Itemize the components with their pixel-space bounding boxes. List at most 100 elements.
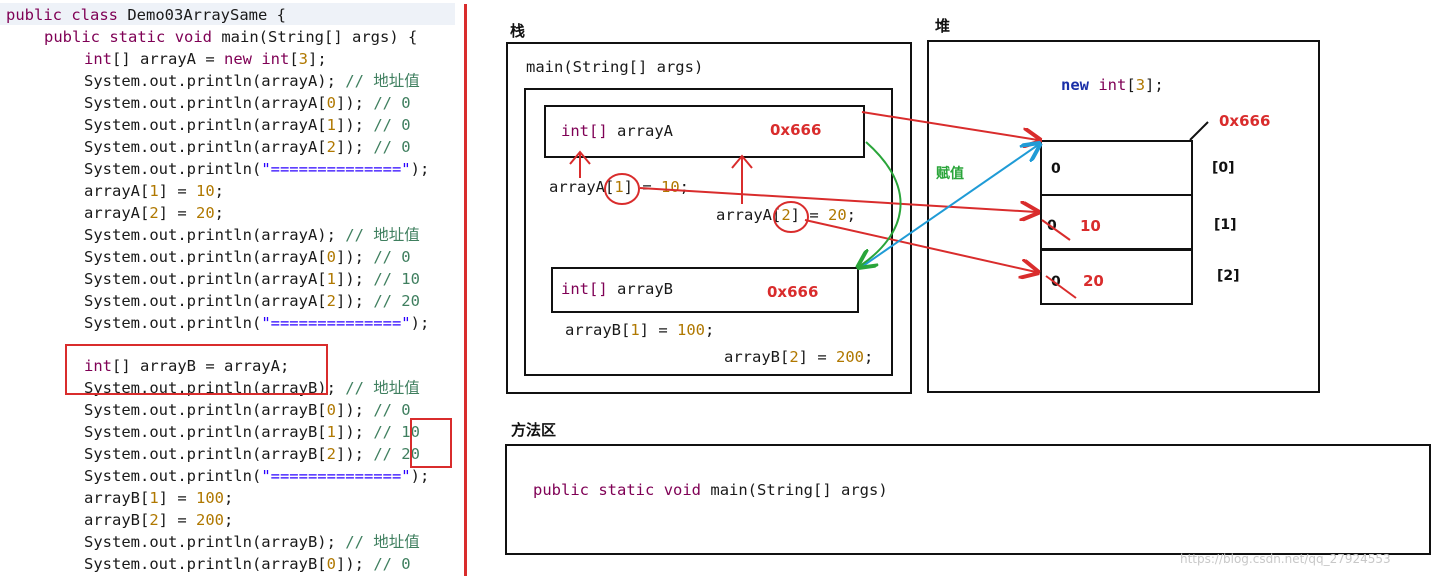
code-token: System.out.println(arrayA[ bbox=[84, 292, 327, 310]
code-token: System.out.println(arrayA[ bbox=[84, 270, 327, 288]
cell-1-index: [1] bbox=[1214, 217, 1237, 233]
heap-cell-1 bbox=[1040, 194, 1193, 250]
assign-arraya-1: arrayA[1] = 10; bbox=[549, 178, 690, 196]
code-token: // 0 bbox=[373, 94, 411, 112]
code-token: ]); bbox=[335, 423, 374, 441]
code-token: ]); bbox=[335, 445, 374, 463]
code-token bbox=[165, 28, 174, 46]
code-token: [] arrayB = arrayA; bbox=[112, 357, 290, 375]
code-token: 0 bbox=[326, 555, 336, 573]
code-token: ]); bbox=[335, 138, 374, 156]
code-token: System.out.println( bbox=[84, 467, 262, 485]
code-token: ; bbox=[214, 204, 225, 222]
code-token: System.out.println(arrayA[ bbox=[84, 248, 327, 266]
code-token: arrayA[ bbox=[84, 182, 150, 200]
var-arrayb-label: int[] arrayB bbox=[561, 280, 673, 298]
code-line: System.out.println("=============="); bbox=[84, 312, 429, 334]
code-token: System.out.println(arrayB[ bbox=[84, 555, 327, 573]
highlight-box-arrayb-assignment bbox=[65, 344, 328, 395]
code-token: // 0 bbox=[373, 138, 411, 156]
code-token: System.out.println(arrayA[ bbox=[84, 94, 327, 112]
code-token: System.out.println(arrayA[ bbox=[84, 116, 327, 134]
code-token: System.out.println(arrayB[ bbox=[84, 423, 327, 441]
cell-2-index: [2] bbox=[1217, 268, 1240, 284]
code-token: // 0 bbox=[373, 248, 411, 266]
code-token: ]); bbox=[335, 401, 374, 419]
cell-0-index: [0] bbox=[1212, 160, 1235, 176]
code-token: 1 bbox=[149, 182, 159, 200]
code-token: 10 bbox=[196, 182, 215, 200]
code-token: new bbox=[223, 50, 252, 68]
code-line: System.out.println(arrayB[0]); // 0 bbox=[84, 399, 411, 421]
current-line-highlight bbox=[0, 3, 455, 25]
code-token: // 0 bbox=[373, 116, 411, 134]
heap-cell-0 bbox=[1040, 140, 1193, 196]
panel-divider bbox=[464, 4, 467, 576]
code-token: ); bbox=[410, 314, 430, 332]
code-line: arrayB[2] = 200; bbox=[84, 509, 233, 531]
code-token: // 0 bbox=[373, 401, 411, 419]
code-token: "==============" bbox=[261, 467, 411, 485]
code-token: System.out.println(arrayB); bbox=[84, 379, 346, 397]
code-line: System.out.println(arrayB); // 地址值 bbox=[84, 531, 420, 553]
code-line: public static void main(String[] args) { bbox=[44, 26, 417, 48]
code-line: arrayA[2] = 20; bbox=[84, 202, 224, 224]
code-line: System.out.println(arrayA); // 地址值 bbox=[84, 70, 420, 92]
code-token: // 20 bbox=[373, 292, 420, 310]
code-token: "==============" bbox=[261, 314, 411, 332]
code-line: System.out.println(arrayA[0]); // 0 bbox=[84, 92, 411, 114]
code-token: // 地址值 bbox=[345, 72, 420, 90]
code-token: // 地址值 bbox=[345, 533, 420, 551]
cell-2-old-value: 0 bbox=[1051, 274, 1061, 290]
code-line: System.out.println(arrayB); // 地址值 bbox=[84, 377, 420, 399]
code-token: "==============" bbox=[261, 160, 411, 178]
code-token: // 地址值 bbox=[345, 379, 420, 397]
code-token: int bbox=[84, 357, 112, 375]
code-token: 100 bbox=[196, 489, 224, 507]
code-token: arrayA[ bbox=[84, 204, 150, 222]
code-token: System.out.println(arrayB[ bbox=[84, 401, 327, 419]
code-token: System.out.println( bbox=[84, 160, 262, 178]
code-token: ]); bbox=[335, 270, 374, 288]
code-token: 1 bbox=[326, 270, 336, 288]
code-token: ); bbox=[410, 160, 430, 178]
code-line: System.out.println("=============="); bbox=[84, 465, 429, 487]
method-signature: public static void main(String[] args) bbox=[533, 481, 888, 499]
code-token: int bbox=[84, 50, 112, 68]
code-token bbox=[100, 28, 109, 46]
code-line: System.out.println(arrayA); // 地址值 bbox=[84, 224, 420, 246]
code-token: 2 bbox=[149, 511, 159, 529]
code-token: public bbox=[6, 6, 62, 24]
code-token: 0 bbox=[326, 248, 336, 266]
code-token: [] arrayA = bbox=[112, 50, 224, 68]
code-token: ] = bbox=[158, 182, 196, 200]
heap-label: 堆 bbox=[935, 17, 951, 35]
code-token: ] = bbox=[158, 489, 196, 507]
assign-arraya-2: arrayA[2] = 20; bbox=[716, 206, 857, 224]
code-token: [ bbox=[289, 50, 299, 68]
code-token bbox=[62, 6, 71, 24]
code-token: ; bbox=[214, 182, 225, 200]
code-token: 2 bbox=[326, 445, 336, 463]
method-area-label: 方法区 bbox=[511, 421, 557, 439]
code-line: System.out.println(arrayB[0]); // 0 bbox=[84, 553, 411, 575]
code-line: System.out.println(arrayA[2]); // 0 bbox=[84, 136, 411, 158]
assign-label: 赋值 bbox=[936, 166, 964, 182]
cell-1-old-value: 0 bbox=[1047, 218, 1057, 234]
var-arraya-address: 0x666 bbox=[770, 121, 822, 139]
stack-label: 栈 bbox=[510, 22, 526, 40]
var-arrayb-box bbox=[551, 267, 859, 313]
code-token: 3 bbox=[298, 50, 309, 68]
code-line: System.out.println(arrayA[2]); // 20 bbox=[84, 290, 420, 312]
code-token: // 地址值 bbox=[345, 226, 420, 244]
heap-new-expression: new int[3]; bbox=[1061, 76, 1164, 94]
main-frame-title: main(String[] args) bbox=[526, 58, 704, 76]
code-token: System.out.println(arrayB[ bbox=[84, 445, 327, 463]
var-arrayb-address: 0x666 bbox=[767, 283, 819, 301]
code-line: arrayA[1] = 10; bbox=[84, 180, 224, 202]
assign-arrayb-1: arrayB[1] = 100; bbox=[565, 321, 715, 339]
code-line: System.out.println(arrayA[1]); // 10 bbox=[84, 268, 420, 290]
code-token: ; bbox=[224, 511, 234, 529]
code-line: int[] arrayB = arrayA; bbox=[84, 355, 289, 377]
code-token: 1 bbox=[149, 489, 159, 507]
